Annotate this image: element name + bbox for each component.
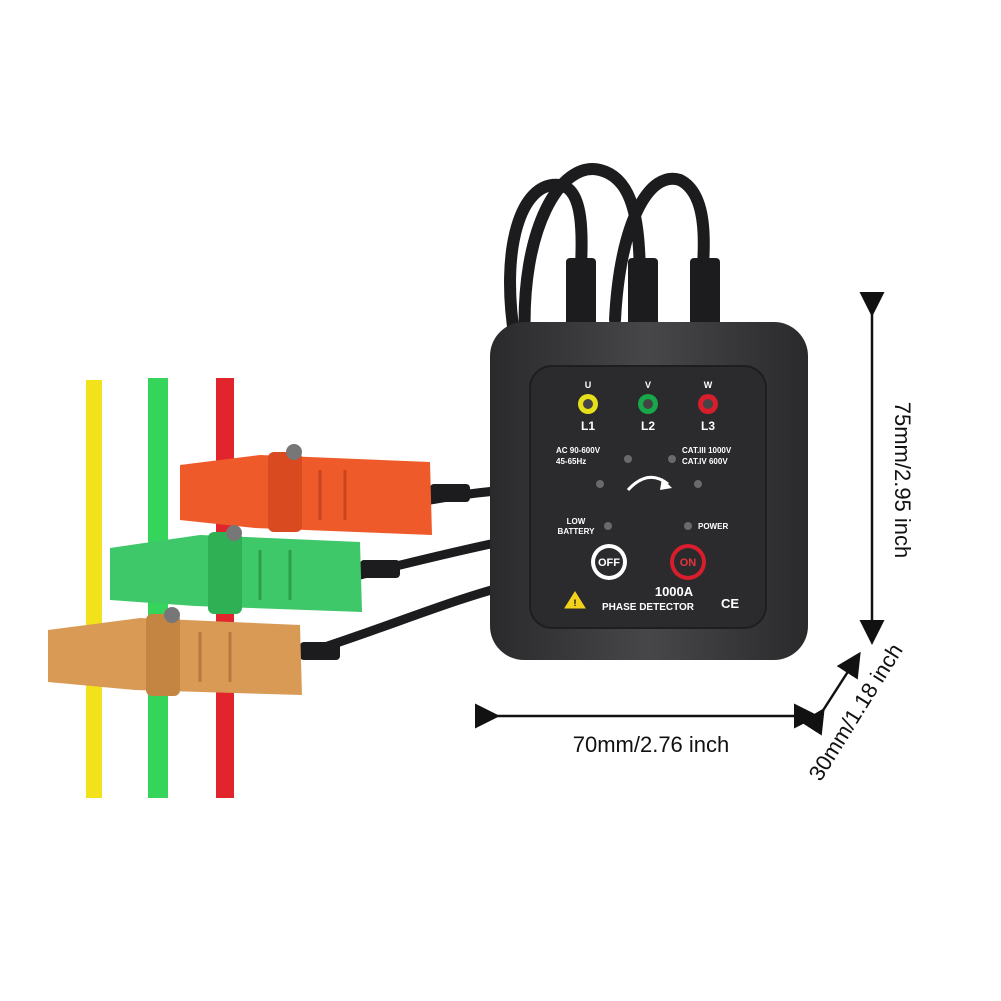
warning-triangle-icon: ! (564, 591, 586, 609)
yellow-wire (86, 380, 102, 798)
off-button-label: OFF (598, 557, 620, 569)
spec-cat4: CAT.IV 600V (682, 457, 728, 466)
terminal-bottom-label: L2 (641, 419, 655, 433)
low-battery-label-2: BATTERY (558, 527, 596, 536)
width-dimension-label: 70mm/2.76 inch (573, 732, 730, 757)
clip-l3 (48, 607, 302, 696)
terminal-top-label: W (704, 380, 713, 390)
device-panel (529, 365, 767, 629)
on-button[interactable]: ON (670, 544, 706, 580)
phase-detector-device: U L1 V L2 W L3 AC 90-600V 45-65Hz CAT.II… (490, 322, 808, 660)
terminal-bottom-label: L1 (581, 419, 595, 433)
power-label: POWER (698, 522, 728, 531)
spec-cat3: CAT.III 1000V (682, 446, 732, 455)
low-battery-label-1: LOW (567, 517, 586, 526)
low-battery-led (604, 522, 612, 530)
model-number: 1000A (655, 584, 694, 599)
height-dimension-label: 75mm/2.95 inch (890, 402, 915, 559)
terminal-l3: W L3 (698, 380, 718, 433)
off-button[interactable]: OFF (591, 544, 627, 580)
depth-dimension: 30mm/1.18 inch (800, 639, 908, 785)
terminal-l2: V L2 (638, 380, 658, 433)
height-dimension: 75mm/2.95 inch (859, 292, 915, 645)
ce-mark: CE (721, 596, 739, 611)
on-button-label: ON (680, 557, 697, 569)
clip-l2 (110, 525, 362, 614)
terminal-top-label: U (585, 380, 592, 390)
spec-voltage: AC 90-600V (556, 446, 601, 455)
rotation-leds (596, 455, 702, 488)
power-led (684, 522, 692, 530)
arrow-head-icon (660, 478, 672, 490)
clip-l1 (180, 444, 432, 535)
svg-text:!: ! (574, 598, 577, 608)
device-name: PHASE DETECTOR (602, 602, 695, 613)
spec-frequency: 45-65Hz (556, 457, 586, 466)
terminal-bottom-label: L3 (701, 419, 715, 433)
terminal-top-label: V (645, 380, 651, 390)
cable-boots (300, 258, 720, 660)
terminal-l1: U L1 (578, 380, 598, 433)
width-dimension: 70mm/2.76 inch (475, 703, 819, 757)
